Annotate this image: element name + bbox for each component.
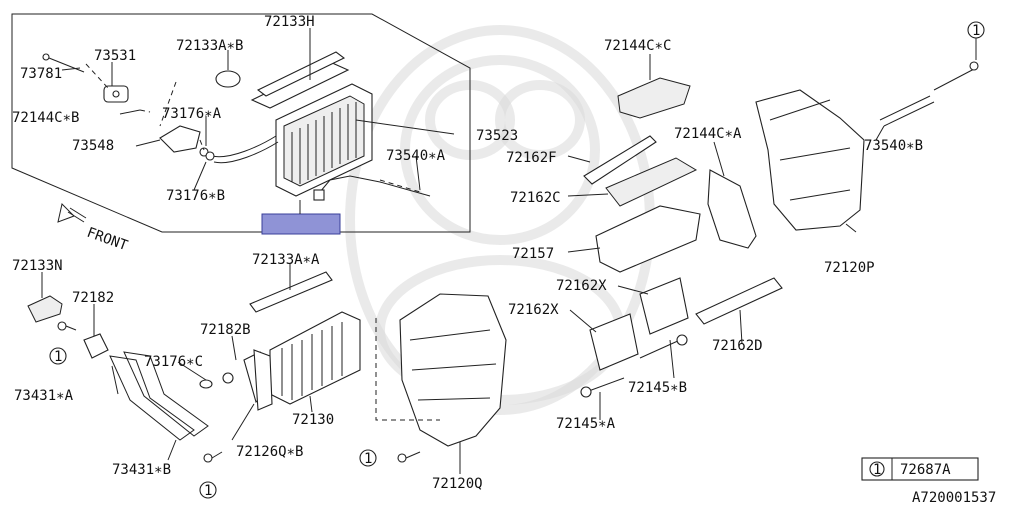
- gasket-72133n: [27, 295, 63, 323]
- svg-text:1: 1: [364, 451, 372, 467]
- duct-72144c-c: [617, 77, 691, 119]
- label-73781: 73781: [20, 66, 62, 82]
- callout-marker-left: 1: [49, 347, 67, 365]
- label-72133AB: 72133A∗B: [176, 38, 243, 54]
- label-72162F: 72162F: [506, 150, 557, 166]
- label-73431A: 73431∗A: [14, 388, 74, 404]
- label-72145A: 72145∗A: [556, 416, 616, 432]
- label-73176A: 73176∗A: [162, 106, 222, 122]
- label-72133AA: 72133A∗A: [252, 252, 320, 268]
- actuator-rod-73540b: [879, 95, 935, 127]
- o-ring-73176c: [199, 379, 213, 389]
- label-72162X-2: 72162X: [508, 302, 559, 318]
- leader-lines: [41, 28, 977, 474]
- seal-72162c: [605, 157, 698, 207]
- legend-part: 72687A: [900, 462, 951, 478]
- legend-box: 1 72687A: [861, 457, 979, 481]
- highlight-marker: [261, 213, 341, 235]
- filter-72162x-lower: [589, 313, 639, 371]
- label-72120P: 72120P: [824, 260, 875, 276]
- callout-marker-center: 1: [359, 449, 377, 467]
- duct-72144c-a: [707, 169, 757, 249]
- seal-72133a-a: [249, 271, 333, 313]
- label-72120Q: 72120Q: [432, 476, 483, 492]
- bolt-72145a: [580, 377, 625, 398]
- label-72133N: 72133N: [12, 258, 63, 274]
- o-ring-73176b: [205, 151, 215, 161]
- label-72182: 72182: [72, 290, 114, 306]
- label-73531: 73531: [94, 48, 136, 64]
- callout-marker-bottom: 1: [199, 481, 217, 499]
- seal-73548: [159, 125, 201, 153]
- screw: [969, 61, 979, 71]
- label-73540A: 73540∗A: [386, 148, 446, 164]
- clip-73176c: [222, 372, 234, 384]
- front-arrow-icon: [57, 203, 87, 223]
- diagram-id: A720001537: [912, 490, 996, 506]
- label-72157: 72157: [512, 246, 554, 262]
- label-72162X-1: 72162X: [556, 278, 607, 294]
- heater-pipes-73431: [109, 351, 209, 441]
- bracket-72182: [83, 333, 109, 359]
- thermistor-wire: [319, 175, 431, 197]
- legend-marker: 1: [873, 462, 881, 478]
- label-72162D: 72162D: [712, 338, 763, 354]
- label-72145B: 72145∗B: [628, 380, 687, 396]
- blower-case-72120p: [755, 89, 865, 231]
- label-72144CB: 72144C∗B: [12, 110, 79, 126]
- label-73540B: 73540∗B: [864, 138, 923, 154]
- svg-text:1: 1: [204, 483, 212, 499]
- screw-left: [57, 321, 77, 331]
- label-73523: 73523: [476, 128, 518, 144]
- filter-72162f: [583, 135, 657, 185]
- screw-bottom: [203, 451, 223, 463]
- label-73176C: 73176∗C: [144, 354, 203, 370]
- seal-72126q-b: [253, 349, 273, 411]
- heater-case-72120q: [399, 293, 507, 447]
- bolt-73781: [42, 53, 85, 73]
- label-72162C: 72162C: [510, 190, 561, 206]
- svg-text:1: 1: [972, 23, 980, 39]
- heater-core-72130: [269, 311, 361, 405]
- filter-72162d: [695, 277, 783, 325]
- evaporator-detail-panel: [11, 13, 471, 233]
- front-label: FRONT: [85, 225, 131, 255]
- label-72133H: 72133H: [264, 14, 315, 30]
- label-73431B: 73431∗B: [112, 462, 171, 478]
- filter-72162x-upper: [639, 277, 689, 335]
- label-72126QB: 72126Q∗B: [236, 444, 303, 460]
- evaporator-core: [250, 51, 373, 197]
- screw-center: [397, 451, 421, 463]
- expansion-valve-73531: [103, 85, 129, 103]
- callout-marker-top: 1: [967, 21, 985, 39]
- label-72144CC: 72144C∗C: [604, 38, 671, 54]
- sensor-lead: [933, 67, 977, 91]
- gasket-72133a-b: [215, 70, 241, 88]
- label-72144CA: 72144C∗A: [674, 126, 742, 142]
- evaporator-pipe: [211, 135, 279, 164]
- thermistor-73540a: [313, 189, 325, 201]
- label-73176B: 73176∗B: [166, 188, 225, 204]
- label-72130: 72130: [292, 412, 334, 428]
- bolt-72145b: [639, 334, 688, 359]
- svg-text:1: 1: [54, 349, 62, 365]
- label-72182B: 72182B: [200, 322, 251, 338]
- duct-72157: [595, 205, 701, 273]
- label-73548: 73548: [72, 138, 114, 154]
